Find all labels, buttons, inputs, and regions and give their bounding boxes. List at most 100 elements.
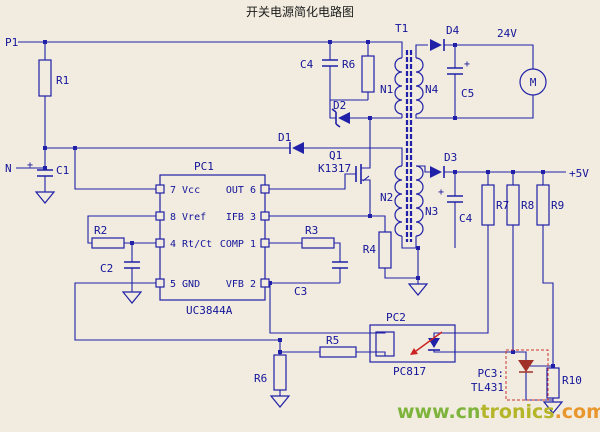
diode-d3 (430, 166, 445, 178)
label-n1: N1 (380, 83, 393, 96)
resistor-r9 (536, 184, 550, 226)
resistor-r6-bottom (273, 354, 287, 391)
c5-polarity-plus: + (464, 59, 470, 70)
label-pc1: PC1 (194, 160, 214, 173)
resistor-r1 (38, 59, 52, 97)
label-c4-right: C4 (459, 212, 473, 225)
label-pc817: PC817 (393, 365, 426, 378)
led-arrow (415, 331, 443, 352)
label-n2: N2 (380, 191, 393, 204)
capacitor-c3 (332, 261, 348, 269)
winding-n1 (394, 57, 403, 115)
pin-label-out-6: OUT 6 (226, 185, 256, 196)
c4r-polarity-plus: + (438, 187, 444, 198)
pin-pad-3 (260, 211, 270, 221)
label-r7: R7 (496, 199, 509, 212)
label-24v: 24V (497, 27, 517, 40)
label-tl431: TL431 (471, 381, 504, 394)
diode-d1 (289, 142, 304, 154)
pin-label-ifb-3: IFB 3 (226, 212, 256, 223)
label-d2: D2 (333, 99, 346, 112)
phototransistor (375, 331, 395, 357)
label-c2: C2 (100, 262, 113, 275)
label-pc3: PC3: (478, 367, 505, 380)
label-p1: P1 (5, 36, 18, 49)
resistor-r3 (301, 237, 335, 249)
label-d4: D4 (446, 24, 460, 37)
label-r6-top: R6 (342, 58, 355, 71)
pin-pad-4 (155, 238, 165, 248)
label-uc3844a: UC3844A (186, 304, 233, 317)
ground-icon (542, 401, 564, 414)
ground-icon (407, 283, 429, 296)
label-r8: R8 (521, 199, 534, 212)
label-c3: C3 (294, 285, 307, 298)
c1-polarity-plus: + (27, 160, 33, 171)
tl431-dashed-box (505, 349, 549, 401)
pin-pad-5 (155, 278, 165, 288)
watermark-part2: tronics (480, 401, 554, 423)
labels: 开关电源简化电路图 P1 N R1 + C1 C4 R6 D2 D1 Q1 K1… (5, 4, 589, 394)
label-5v: +5V (569, 167, 589, 180)
label-c4-top: C4 (300, 58, 314, 71)
label-r6-bottom: R6 (254, 372, 267, 385)
label-r5: R5 (326, 334, 339, 347)
label-pc2: PC2 (386, 311, 406, 324)
wires (16, 41, 566, 402)
resistor-r7 (481, 184, 495, 226)
pin-pad-7 (155, 184, 165, 194)
pin-label-vfb-2: VFB 2 (226, 279, 256, 290)
watermark-part1: www.cn (397, 401, 480, 423)
label-r9: R9 (551, 199, 564, 212)
label-d3: D3 (444, 151, 457, 164)
label-r4: R4 (363, 243, 377, 256)
ground-symbols (34, 191, 564, 414)
pin-label-5-gnd: 5 GND (170, 279, 200, 290)
pin-pad-1 (260, 238, 270, 248)
label-r10: R10 (562, 374, 582, 387)
winding-n2 (394, 165, 403, 237)
capacitor-c5 (447, 67, 463, 75)
pin-pad-8 (155, 211, 165, 221)
pin-label-comp-1: COMP 1 (220, 239, 256, 250)
transformer-t1 (394, 50, 424, 242)
label-q1-part: K1317 (318, 162, 351, 175)
label-r3: R3 (305, 224, 318, 237)
watermark-part3: .com (555, 401, 600, 423)
resistor-r4 (378, 231, 392, 269)
mosfet-q1 (355, 164, 370, 184)
label-r2: R2 (94, 224, 107, 237)
winding-n4 (415, 57, 424, 115)
resistor-r8 (506, 184, 520, 226)
resistor-r10 (546, 367, 560, 399)
label-r1: R1 (56, 74, 69, 87)
capacitor-c2 (124, 261, 140, 269)
resistor-r2 (91, 237, 125, 249)
label-n3: N3 (425, 205, 438, 218)
ground-icon (269, 395, 291, 408)
zener-d2 (331, 108, 350, 128)
label-n4: N4 (425, 83, 439, 96)
junction-dots (43, 40, 555, 368)
motor (519, 68, 547, 96)
resistor-r6-top (361, 55, 375, 93)
label-c5: C5 (461, 87, 474, 100)
pin-label-7-vcc: 7 Vcc (170, 185, 200, 196)
label-n: N (5, 162, 12, 175)
motor-letter: M (530, 76, 537, 89)
pin-label-8-vref: 8 Vref (170, 212, 206, 223)
optocoupler-pc2 (369, 324, 456, 363)
capacitor-c4-top (322, 59, 338, 67)
ground-icon (34, 191, 56, 204)
label-d1: D1 (278, 131, 291, 144)
pin-pad-2 (260, 278, 270, 288)
page-title: 开关电源简化电路图 (246, 4, 354, 19)
capacitor-c4-right (447, 195, 463, 203)
label-c1: C1 (56, 164, 69, 177)
ic-pc1 (155, 174, 270, 301)
label-q1: Q1 (329, 149, 342, 162)
label-t1: T1 (395, 22, 408, 35)
shunt-regulator-tl431 (505, 349, 549, 401)
